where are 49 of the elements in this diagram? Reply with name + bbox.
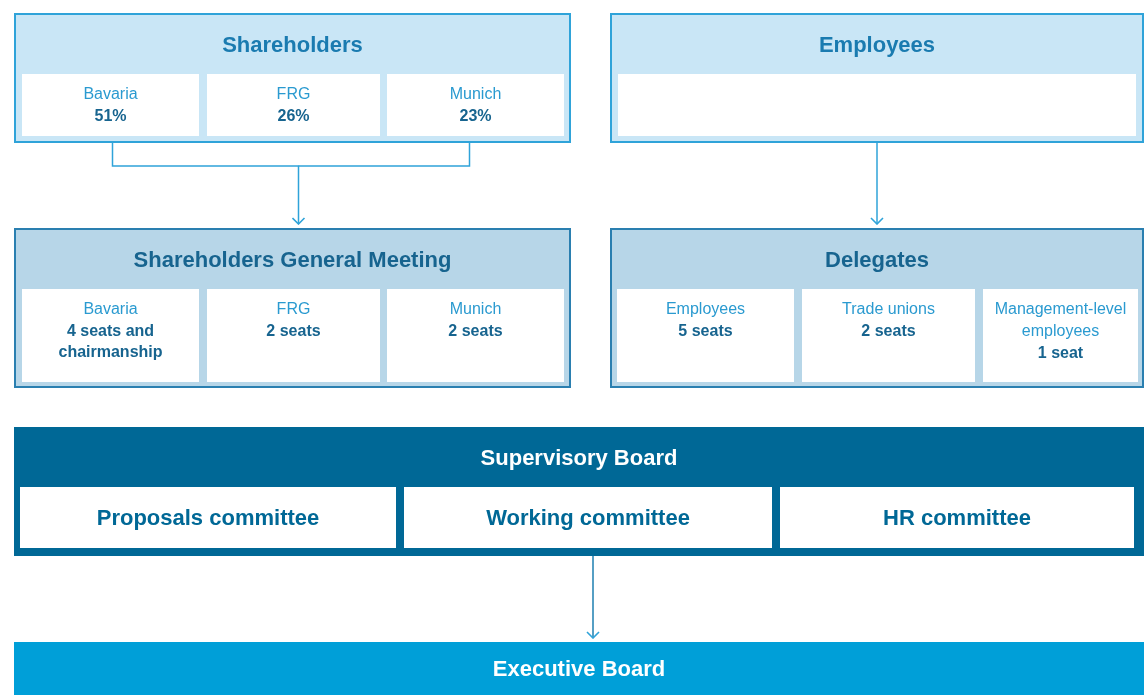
text-card [404,487,772,548]
text-card [617,289,794,382]
share-value: 1 seat [1036,343,1085,363]
committee-name: HR committee [883,504,1031,532]
group-name: Munich [448,84,503,104]
empty-card [618,74,1136,136]
group-panel [14,13,571,143]
share-value: 4 seats and chairmanship [57,321,164,362]
heading: Shareholders [222,30,363,59]
group-name: Trade unions [841,299,936,319]
share-value: 26% [276,106,311,126]
text-card [22,74,199,136]
board-panel [14,427,1144,556]
group-name: Bavaria [82,299,139,319]
text-card [207,74,380,136]
arrow [586,555,600,639]
share-value: 2 seats [265,321,322,341]
committee-name: Working committee [486,504,690,532]
text-card [20,487,396,548]
text-card [802,289,975,382]
group-panel [610,228,1144,388]
group-name: Bavaria [82,84,139,104]
text-card [780,487,1134,548]
share-value: 23% [458,106,493,126]
heading: Supervisory Board [480,443,678,472]
heading: Employees [818,30,936,59]
group-name: Employees [664,299,747,319]
text-card [22,289,199,382]
board-bar [14,642,1144,695]
share-value: 51% [93,106,128,126]
text-card [387,289,564,382]
share-value: 2 seats [447,321,504,341]
heading: Executive Board [492,655,666,683]
group-panel [14,228,571,388]
text-card [387,74,564,136]
group-name: Management-level employees [993,299,1128,341]
group-name: FRG [275,84,312,104]
share-value: 2 seats [860,321,917,341]
group-name: FRG [275,299,312,319]
text-card [983,289,1138,382]
committee-name: Proposals committee [96,504,320,532]
group-name: Munich [448,299,503,319]
group-panel [610,13,1144,143]
text-card [207,289,380,382]
arrow [870,142,884,225]
arrow [111,142,306,225]
heading: Delegates [825,245,929,274]
heading: Shareholders General Meeting [133,245,452,274]
share-value: 5 seats [677,321,734,341]
